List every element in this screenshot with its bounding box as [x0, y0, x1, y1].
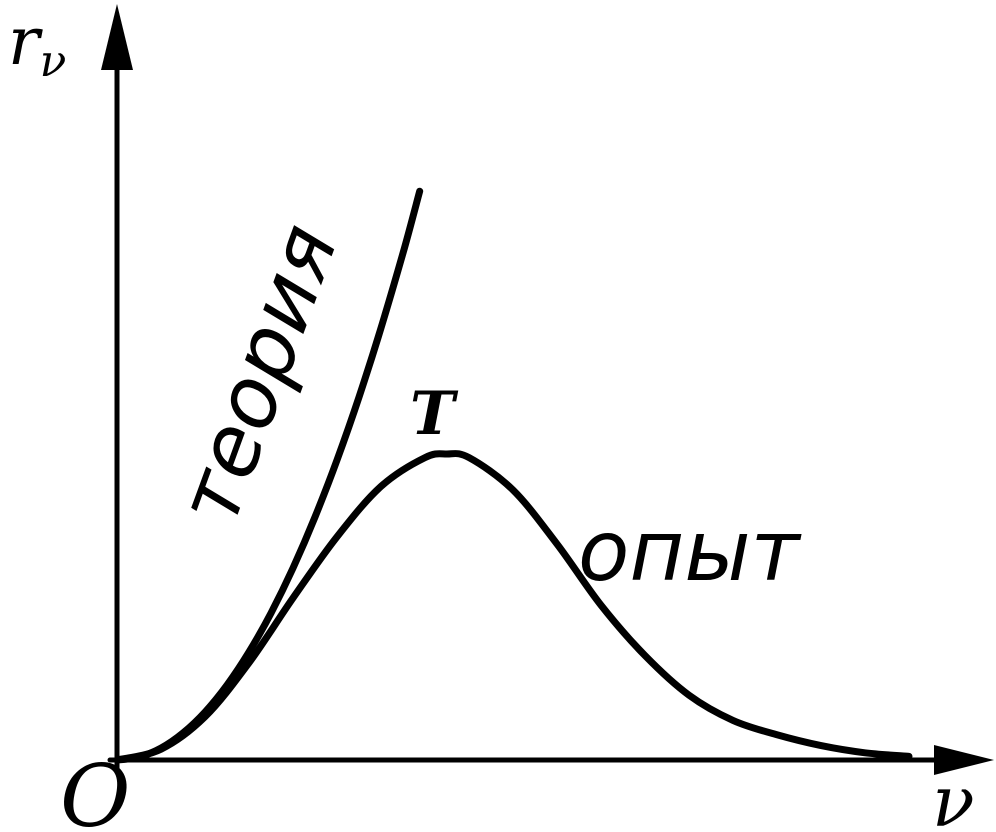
origin-label: O	[60, 747, 131, 832]
peak-temperature-label: T	[410, 379, 459, 449]
series-layer	[113, 187, 913, 764]
axes	[101, 4, 994, 775]
x-axis-arrow	[934, 745, 994, 775]
experiment-curve	[113, 450, 913, 764]
y-axis-label: rν	[8, 3, 66, 87]
experiment-curve-label: опыт	[578, 502, 802, 600]
x-axis-label: ν	[932, 761, 975, 832]
y-axis-label-subscript: ν	[40, 36, 67, 87]
y-axis-arrow	[101, 4, 133, 70]
